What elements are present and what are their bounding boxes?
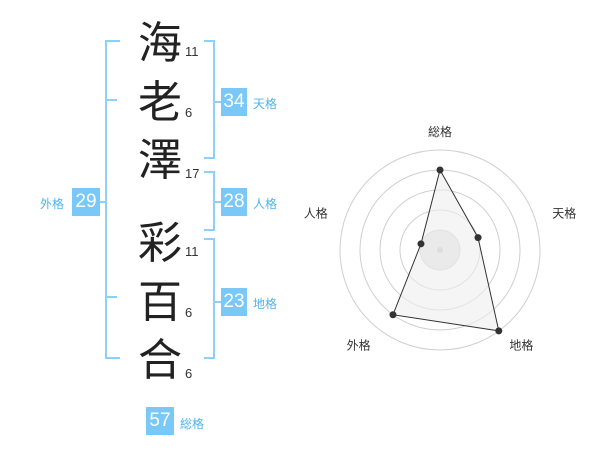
name-char-4: 彩 bbox=[138, 218, 182, 269]
soukaku-label: 総格 bbox=[180, 417, 205, 431]
stroke-count-2: 6 bbox=[185, 105, 193, 120]
radar-ring-5 bbox=[339, 149, 541, 351]
stroke-count-6: 6 bbox=[185, 366, 193, 381]
radar-axis-label-1: 総格 bbox=[428, 124, 452, 139]
chikaku-value: 23 bbox=[221, 288, 247, 316]
radar-axis-label-4: 外格 bbox=[347, 337, 371, 352]
tenkaku-value: 34 bbox=[221, 88, 247, 116]
gaikaku-value: 29 bbox=[72, 188, 100, 216]
radar-point-2 bbox=[474, 234, 482, 242]
radar-point-4 bbox=[389, 311, 397, 319]
tenkaku-label: 天格 bbox=[253, 97, 278, 111]
radar-point-3 bbox=[495, 327, 503, 335]
radar-shape bbox=[389, 166, 503, 335]
name-char-5: 百 bbox=[138, 277, 182, 328]
radar-point-5 bbox=[417, 240, 425, 248]
name-char-2: 老 bbox=[138, 77, 182, 128]
tenkaku-bracket bbox=[204, 40, 215, 159]
stroke-count-3: 17 bbox=[185, 166, 200, 181]
chikaku-bracket bbox=[204, 238, 215, 359]
radar-axis-label-3: 地格 bbox=[509, 337, 533, 352]
gaikaku-bracket bbox=[105, 40, 120, 359]
radar-point-1 bbox=[436, 166, 444, 174]
chikaku-label: 地格 bbox=[253, 297, 278, 311]
radar-axis-label-2: 天格 bbox=[552, 206, 576, 221]
name-char-3: 澤 bbox=[138, 135, 182, 186]
jinkaku-value: 28 bbox=[221, 188, 247, 216]
stroke-count-4: 11 bbox=[185, 244, 199, 259]
stroke-count-1: 11 bbox=[185, 44, 199, 59]
gaikaku-label: 外格 bbox=[40, 197, 65, 211]
name-char-6: 合 bbox=[138, 335, 182, 386]
radar-polygon bbox=[392, 168, 500, 332]
soukaku-value: 57 bbox=[146, 407, 174, 435]
radar-axis-label-5: 人格 bbox=[304, 206, 328, 221]
stroke-count-5: 6 bbox=[185, 305, 193, 320]
jinkaku-label: 人格 bbox=[253, 197, 278, 211]
name-char-1: 海 bbox=[138, 18, 182, 69]
